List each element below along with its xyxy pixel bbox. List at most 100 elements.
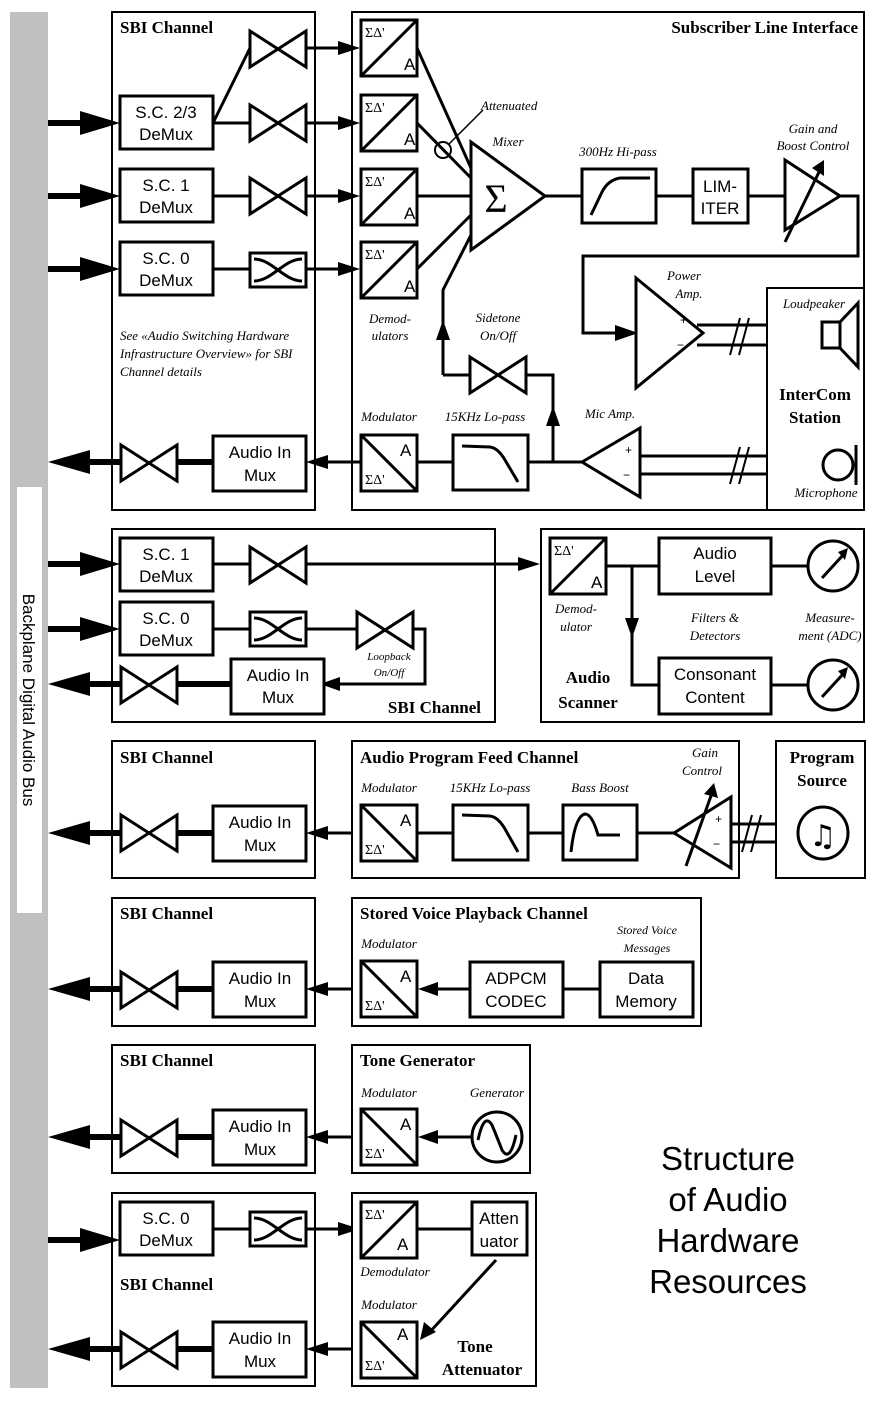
svg-text:A: A	[404, 204, 416, 223]
svg-text:Audio In: Audio In	[229, 1329, 291, 1348]
svg-text:Σ: Σ	[484, 176, 507, 221]
svg-text:ADPCM: ADPCM	[485, 969, 546, 988]
backplane-label: Backplane Digital Audio Bus	[19, 594, 38, 807]
svg-text:Structure: Structure	[661, 1140, 795, 1177]
svg-text:On/Off: On/Off	[374, 667, 407, 679]
svg-text:Bass Boost: Bass Boost	[571, 780, 629, 795]
svg-text:ITER: ITER	[701, 199, 740, 218]
svg-text:−: −	[623, 468, 630, 482]
svg-text:Demod-: Demod-	[554, 601, 597, 616]
svg-text:Stored Voice: Stored Voice	[617, 923, 678, 937]
section-audio-scanner: SBI Channel S.C. 1 DeMux S.C. 0 DeMux Lo…	[48, 528, 865, 723]
svg-text:ulator: ulator	[560, 619, 593, 634]
svg-text:+: +	[715, 812, 722, 826]
svg-text:Audio In: Audio In	[229, 969, 291, 988]
svg-text:Mux: Mux	[244, 1352, 277, 1371]
svg-text:A: A	[404, 130, 416, 149]
svg-text:Data: Data	[628, 969, 664, 988]
svg-text:S.C. 0: S.C. 0	[142, 1209, 189, 1228]
svg-text:Station: Station	[789, 408, 842, 427]
svg-text:A: A	[404, 55, 416, 74]
svg-text:Measure-: Measure-	[804, 610, 854, 625]
svg-text:InterCom: InterCom	[779, 385, 851, 404]
svg-text:Audio In: Audio In	[229, 443, 291, 462]
svg-text:Microphone: Microphone	[793, 485, 857, 500]
svg-text:Loudpeaker: Loudpeaker	[782, 296, 846, 311]
diagram-title: Structure of Audio Hardware Resources	[649, 1140, 807, 1300]
svg-text:DeMux: DeMux	[139, 198, 193, 217]
svg-text:Stored Voice Playback Channel: Stored Voice Playback Channel	[360, 904, 588, 923]
demux-sc0	[118, 240, 215, 297]
svg-text:Boost Control: Boost Control	[777, 138, 850, 153]
section-subscriber-line: SBI Channel Subscriber Line Interface S.…	[48, 11, 865, 511]
svg-text:DeMux: DeMux	[139, 1231, 193, 1250]
svg-text:−: −	[677, 338, 684, 352]
svg-text:ΣΔ': ΣΔ'	[365, 473, 385, 488]
section-program-feed: SBI Channel Audio In Mux Audio Program F…	[48, 740, 866, 879]
svg-text:Source: Source	[797, 771, 847, 790]
svg-text:Audio In: Audio In	[229, 813, 291, 832]
svg-text:LIM-: LIM-	[703, 177, 737, 196]
svg-text:+: +	[625, 443, 632, 457]
svg-text:Program: Program	[790, 748, 855, 767]
svg-text:Channel details: Channel details	[120, 364, 202, 379]
svg-text:Power: Power	[666, 268, 702, 283]
svg-text:ΣΔ': ΣΔ'	[554, 544, 574, 559]
svg-text:A: A	[397, 1235, 409, 1254]
svg-text:Modulator: Modulator	[360, 936, 418, 951]
svg-text:SBI Channel: SBI Channel	[120, 904, 213, 923]
svg-text:Audio In: Audio In	[229, 1117, 291, 1136]
svg-text:Mux: Mux	[244, 992, 277, 1011]
demodulator-1: ΣΔ'A	[359, 18, 419, 78]
svg-text:Attenuator: Attenuator	[442, 1360, 523, 1379]
svg-text:See «Audio Switching Hardware: See «Audio Switching Hardware	[120, 328, 289, 343]
svg-text:DeMux: DeMux	[139, 631, 193, 650]
svg-text:Mic Amp.: Mic Amp.	[584, 406, 635, 421]
demodulator-2: ΣΔ' A	[359, 93, 419, 153]
svg-text:SBI Channel: SBI Channel	[388, 698, 481, 717]
svg-text:Mixer: Mixer	[491, 134, 524, 149]
svg-text:ΣΔ': ΣΔ'	[365, 1208, 385, 1223]
svg-text:Memory: Memory	[615, 992, 677, 1011]
svg-text:SBI Channel: SBI Channel	[120, 748, 213, 767]
svg-text:Amp.: Amp.	[674, 286, 702, 301]
svg-text:Gain and: Gain and	[789, 121, 838, 136]
modulator-1: AΣΔ'	[359, 433, 419, 493]
svg-text:Audio: Audio	[566, 668, 610, 687]
svg-text:Gain: Gain	[692, 745, 718, 760]
svg-text:ΣΔ': ΣΔ'	[365, 1147, 385, 1162]
svg-text:Infrastructure Overview» for S: Infrastructure Overview» for SBI	[119, 346, 293, 361]
svg-text:On/Off: On/Off	[480, 328, 519, 343]
svg-text:Audio In: Audio In	[247, 666, 309, 685]
music-note-icon	[796, 805, 850, 861]
svg-text:15KHz Lo-pass: 15KHz Lo-pass	[450, 780, 531, 795]
svg-text:Messages: Messages	[623, 941, 671, 955]
svg-text:A: A	[400, 1115, 412, 1134]
svg-text:Tone Generator: Tone Generator	[360, 1051, 476, 1070]
demodulator-4: ΣΔ'A	[359, 240, 419, 300]
svg-text:Detectors: Detectors	[689, 628, 741, 643]
svg-text:CODEC: CODEC	[485, 992, 546, 1011]
svg-text:Control: Control	[682, 763, 722, 778]
svg-text:S.C. 0: S.C. 0	[142, 249, 189, 268]
svg-text:A: A	[400, 811, 412, 830]
svg-text:Level: Level	[695, 567, 736, 586]
svg-text:Mux: Mux	[244, 1140, 277, 1159]
svg-text:ΣΔ': ΣΔ'	[365, 999, 385, 1014]
svg-text:Sidetone: Sidetone	[476, 310, 521, 325]
svg-text:ulators: ulators	[372, 328, 409, 343]
svg-text:♫: ♫	[810, 819, 837, 854]
sli-title: Subscriber Line Interface	[671, 18, 858, 37]
svg-text:Modulator: Modulator	[360, 409, 418, 424]
svg-text:Modulator: Modulator	[360, 1085, 418, 1100]
svg-text:DeMux: DeMux	[139, 125, 193, 144]
section-stored-voice: SBI Channel Audio In Mux Stored Voice Pl…	[48, 897, 702, 1027]
section-tone-generator: SBI Channel Audio In Mux Tone Generator …	[48, 1044, 531, 1174]
svg-text:Modulator: Modulator	[360, 780, 418, 795]
section-tone-attenuator: SBI Channel S.C. 0 DeMux Audio In Mux ΣΔ…	[48, 1192, 537, 1387]
svg-text:of Audio: of Audio	[668, 1181, 787, 1218]
svg-text:S.C. 2/3: S.C. 2/3	[135, 103, 196, 122]
svg-text:ΣΔ': ΣΔ'	[365, 1359, 385, 1374]
svg-text:ΣΔ': ΣΔ'	[365, 101, 385, 116]
